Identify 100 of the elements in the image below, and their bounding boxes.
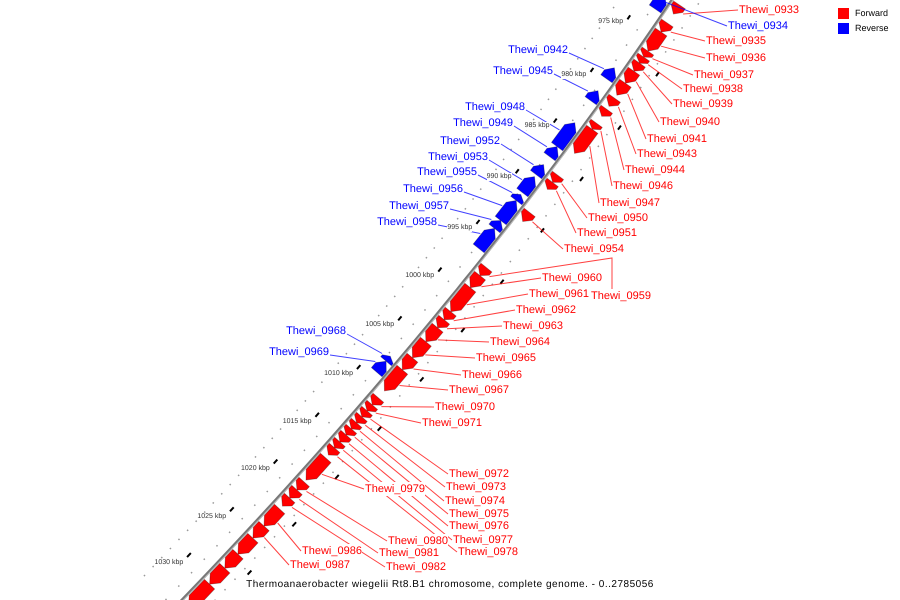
leader-line — [375, 412, 422, 424]
leader-line — [360, 430, 444, 502]
gene-block — [412, 336, 432, 358]
leader-line — [488, 160, 523, 180]
leader-line — [648, 64, 682, 90]
leader-line — [346, 334, 383, 354]
gene-block — [252, 520, 270, 539]
leader-line — [321, 474, 364, 490]
legend-label: Forward — [855, 8, 888, 19]
gene-block — [636, 52, 650, 64]
gene-label: Thewi_0955 — [417, 165, 477, 179]
gene-block — [631, 58, 646, 72]
leader-line — [500, 144, 534, 166]
leader-line — [682, 10, 738, 14]
gene-block — [354, 412, 368, 424]
gene-block — [640, 46, 654, 58]
gene-block — [516, 176, 536, 198]
gene-block — [494, 200, 518, 226]
leader-line — [556, 190, 576, 234]
gene-label: Thewi_0945 — [493, 64, 553, 78]
gene-block — [326, 442, 340, 456]
gene-block — [288, 484, 303, 498]
gene-block — [544, 178, 559, 190]
leader-line — [370, 418, 448, 474]
leader-line — [364, 424, 446, 488]
gene-block — [588, 118, 603, 130]
leader-line — [652, 58, 694, 76]
gene-label: Thewi_0978 — [458, 545, 518, 559]
gene-block — [450, 282, 476, 312]
gene-label: Thewi_0959 — [591, 289, 651, 303]
leader-line — [489, 257, 612, 290]
leader-line — [600, 130, 612, 186]
gene-label: Thewi_0979 — [365, 482, 425, 496]
gene-block — [380, 354, 394, 366]
leader-line — [526, 110, 560, 130]
gene-block — [600, 67, 616, 84]
gene-label: Thewi_0986 — [302, 544, 362, 558]
gene-block — [646, 28, 668, 52]
gene-block — [306, 452, 332, 480]
gene-block — [281, 492, 296, 506]
gene-label: Thewi_0949 — [453, 116, 513, 130]
gene-label: Thewi_0947 — [600, 196, 660, 210]
gene-label: Thewi_0940 — [660, 115, 720, 129]
leader-line — [627, 93, 646, 140]
gene-block — [296, 476, 310, 490]
leader-line — [532, 221, 564, 250]
gene-block — [584, 90, 600, 106]
leader-line — [618, 106, 636, 154]
gene-block — [264, 504, 286, 527]
gene-block — [237, 532, 259, 555]
gene-label: Thewi_0946 — [613, 179, 673, 193]
gene-block — [370, 392, 384, 406]
gene-block — [436, 314, 450, 328]
leader-line — [380, 406, 434, 408]
gene-block — [442, 306, 457, 320]
gene-block — [359, 406, 373, 418]
gene-block — [510, 193, 524, 206]
gene-label: Thewi_0944 — [625, 163, 685, 177]
leader-line — [424, 354, 476, 358]
leader-line — [636, 81, 660, 122]
gene-label: Thewi_0954 — [564, 242, 624, 256]
gene-block — [469, 270, 486, 288]
gene-block — [543, 146, 559, 162]
gene-block — [615, 78, 632, 96]
leader-line — [464, 192, 503, 206]
gene-block — [338, 430, 352, 443]
gene-block — [209, 562, 230, 585]
gene-block — [332, 436, 346, 450]
gene-label: Thewi_0963 — [503, 319, 563, 333]
leader-line — [437, 339, 490, 342]
leader-line — [264, 537, 290, 566]
leader-line — [399, 385, 448, 390]
gene-label: Thewi_0987 — [290, 558, 350, 572]
gene-block — [478, 262, 492, 276]
gene-label: Thewi_0933 — [739, 3, 799, 17]
gene-block — [550, 170, 564, 183]
gene-label: Thewi_0958 — [377, 215, 437, 229]
gene-label: Thewi_0952 — [440, 134, 500, 148]
leader-line — [642, 71, 672, 104]
gene-block — [364, 400, 378, 412]
gene-label: Thewi_0969 — [269, 345, 329, 359]
legend-label: Reverse — [855, 23, 889, 34]
gene-label: Thewi_0972 — [449, 467, 509, 481]
gene-block — [188, 578, 216, 600]
gene-label: Thewi_0964 — [490, 335, 550, 349]
gene-label: Thewi_0941 — [647, 132, 707, 146]
gene-label: Thewi_0934 — [728, 19, 788, 33]
gene-label: Thewi_0942 — [508, 43, 568, 57]
leader-line — [568, 52, 604, 70]
gene-label: Thewi_0957 — [389, 199, 449, 213]
gene-label: Thewi_0981 — [379, 546, 439, 560]
gene-label: Thewi_0970 — [435, 400, 495, 414]
gene-block — [384, 364, 408, 392]
gene-block — [402, 352, 418, 370]
gene-block — [606, 94, 621, 107]
gene-label: Thewi_0971 — [422, 416, 482, 430]
leader-line — [610, 117, 624, 170]
gene-label: Thewi_0950 — [588, 211, 648, 225]
leader-line — [466, 294, 528, 306]
gene-block — [658, 18, 674, 33]
